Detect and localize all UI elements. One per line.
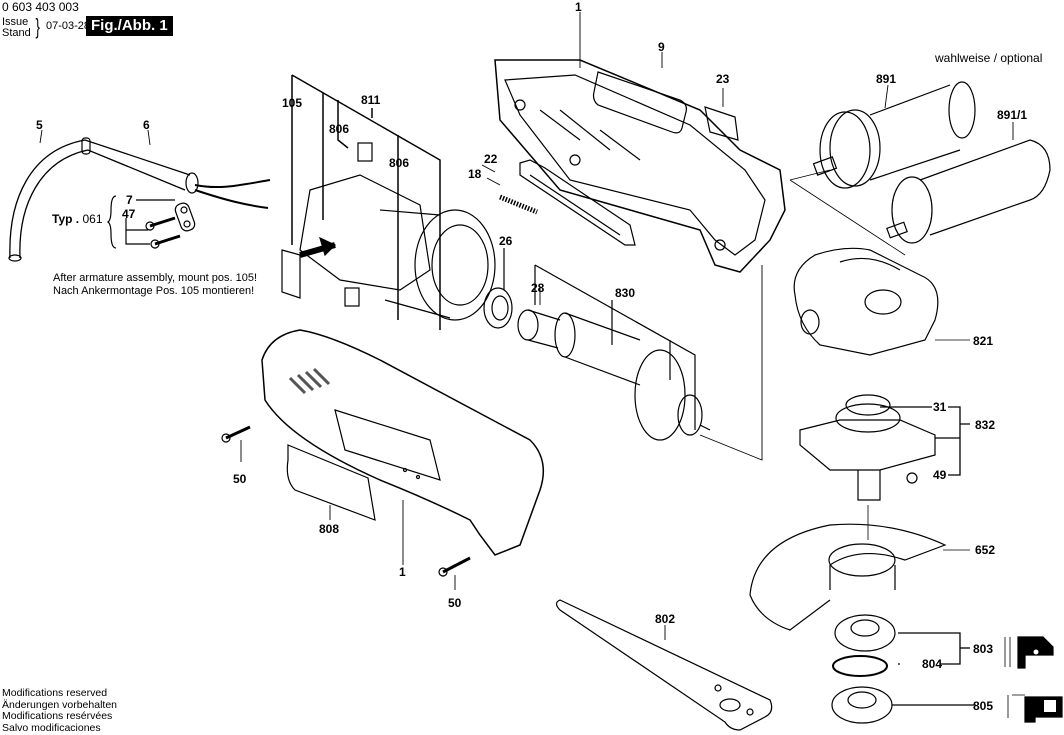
- power-cord-drawing: [8, 137, 271, 262]
- part-label-806-a: 806: [329, 122, 350, 136]
- document-number: 0 603 403 003: [2, 0, 79, 14]
- armature-leader: [699, 265, 763, 461]
- part-label-821: 821: [973, 334, 994, 348]
- part-label-806-b: 806: [389, 156, 410, 170]
- housing-bottom-drawing: [261, 329, 545, 556]
- housing-top-drawing: [494, 59, 786, 273]
- part-label-891-1: 891/1: [997, 108, 1028, 122]
- type-note: Typ . 061: [52, 213, 103, 226]
- figure-label: Fig./Abb. 1: [86, 16, 173, 36]
- part-label-49: 49: [933, 468, 947, 482]
- label-leaders: [39, 12, 1014, 640]
- armature-drawing: [517, 264, 711, 441]
- part-label-105: 105: [282, 96, 303, 110]
- switch-slider-drawing: [499, 159, 636, 246]
- part-label-28: 28: [531, 281, 545, 295]
- part-label-808: 808: [319, 522, 340, 536]
- optional-note: wahlweise / optional: [935, 51, 1043, 65]
- modifications-line-de: Änderungen vorbehalten: [2, 698, 118, 711]
- assembly-note-en: After armature assembly, mount pos. 105!: [53, 272, 257, 284]
- switch-cover-drawing: [704, 106, 739, 141]
- part-label-804: 804: [922, 657, 943, 671]
- modifications-line-en: Modifications reserved: [2, 687, 108, 699]
- part-label-22: 22: [484, 152, 498, 166]
- housing-screw-drawing: [221, 425, 471, 577]
- assembly-note-de: Nach Ankermontage Pos. 105 montieren!: [53, 285, 255, 297]
- part-label-832: 832: [975, 418, 996, 432]
- part-label-1-bottom: 1: [399, 565, 406, 579]
- flange-drawing: [831, 614, 896, 724]
- part-label-811: 811: [361, 93, 381, 107]
- nameplate-side-drawing: [286, 444, 376, 521]
- part-label-31: 31: [933, 400, 947, 414]
- part-label-1-top: 1: [575, 0, 582, 14]
- type-code: 061: [82, 212, 103, 226]
- bearing-ring-drawing: [483, 248, 513, 329]
- part-label-803: 803: [973, 642, 994, 656]
- spindle-assembly-drawing: [799, 394, 936, 501]
- part-label-26: 26: [499, 234, 513, 248]
- part-label-47: 47: [122, 207, 136, 221]
- bracket-811: [291, 74, 441, 330]
- part-label-891: 891: [876, 72, 897, 86]
- nut-orientation-icon: [1007, 694, 1063, 723]
- field-assembly-drawing: [299, 142, 496, 321]
- handle-leader-lines: [789, 169, 906, 256]
- part-label-18: 18: [468, 167, 482, 181]
- part-label-9: 9: [658, 40, 665, 54]
- bracket-803: [892, 632, 975, 706]
- part-label-7: 7: [126, 193, 133, 207]
- issue-date: 07-03-28: [46, 20, 91, 32]
- cord-clamp-drawing: [106, 195, 196, 249]
- part-label-50-a: 50: [233, 472, 247, 486]
- flange-orientation-icon: [1004, 636, 1054, 669]
- brace-icon: }: [35, 14, 40, 39]
- part-label-802: 802: [655, 612, 676, 626]
- part-label-830: 830: [615, 286, 636, 300]
- part-label-652: 652: [975, 543, 996, 557]
- part-label-50-b: 50: [448, 596, 462, 610]
- modifications-line-es: Salvo modificaciones: [2, 721, 101, 734]
- protective-guard-drawing: [749, 523, 947, 631]
- issue-label-en: Issue: [2, 16, 29, 28]
- assembly-arrowhead: [319, 236, 337, 257]
- handle-891-drawing: [812, 81, 976, 189]
- bracket-832: [880, 406, 970, 476]
- issue-label-de: Stand: [2, 27, 31, 39]
- part-label-23: 23: [716, 72, 730, 86]
- part-label-805: 805: [973, 699, 994, 713]
- issue-label: Issue Stand: [2, 17, 31, 39]
- type-prefix: Typ .: [52, 212, 80, 226]
- modifications-line-fr: Modifications resérvées: [2, 710, 113, 722]
- modifications-note: Modifications reserved Änderungen vorbeh…: [2, 687, 118, 734]
- brush-holder-cover-drawing: [281, 249, 301, 299]
- part-label-5: 5: [36, 118, 43, 132]
- gear-housing-drawing: [793, 247, 939, 356]
- part-label-6: 6: [143, 118, 150, 132]
- spanner-drawing: [555, 599, 773, 731]
- nameplate-top-drawing: [592, 71, 687, 134]
- handle-891-1-drawing: [886, 139, 1051, 244]
